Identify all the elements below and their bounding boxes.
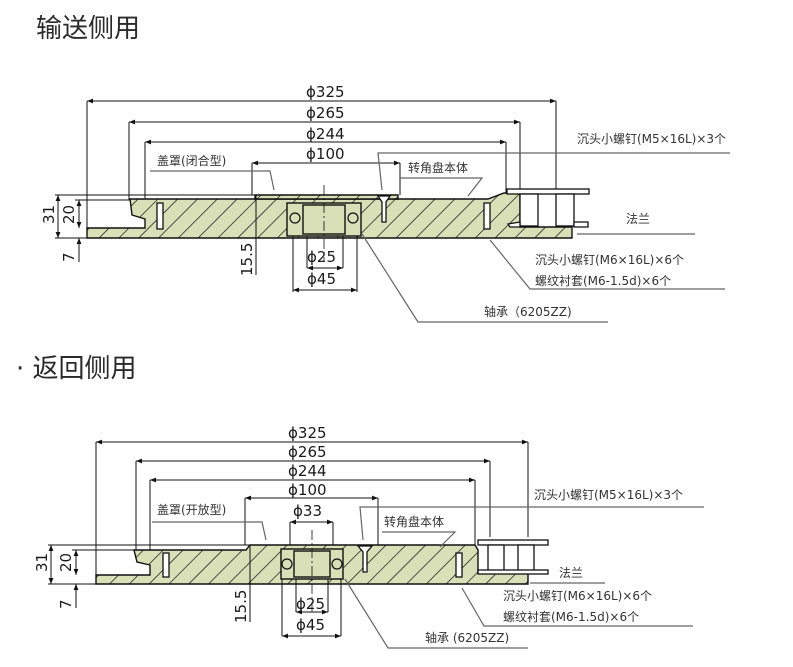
flange-foot xyxy=(573,221,589,228)
screw-m6 xyxy=(483,202,491,230)
bearing-ball xyxy=(281,558,293,570)
leader-cover xyxy=(150,170,275,191)
dim-label-265: ϕ265 xyxy=(306,104,345,122)
screw-m6 xyxy=(156,202,164,230)
bearing-ball xyxy=(347,212,359,224)
label-screw-m5: 沉头小螺钉(M5×16L)×3个 xyxy=(534,488,683,502)
flange-top xyxy=(506,188,590,195)
dim-label-45: ϕ45 xyxy=(307,270,336,288)
label-bearing: 轴承（6205ZZ) xyxy=(484,304,572,319)
flange-bottom xyxy=(477,569,549,575)
annotations: 盖罩(开放型) 转角盘本体 沉头小螺钉(M5×16L)×3个 法兰 沉头小螺钉(… xyxy=(152,488,704,649)
screw-m6 xyxy=(162,552,170,578)
dim-label-33: ϕ33 xyxy=(293,502,322,520)
label-body: 转角盘本体 xyxy=(384,514,444,529)
flange-part xyxy=(487,544,505,574)
annotations: 盖罩(闭合型) 转角盘本体 沉头小螺钉(M5×16L)×3个 法兰 沉头小螺钉(… xyxy=(150,132,730,323)
flange-part xyxy=(517,544,535,574)
dim-label-7: 7 xyxy=(57,599,75,609)
diameter-dimensions: ϕ325 ϕ265 ϕ244 ϕ100 xyxy=(86,83,557,238)
leader-screw-m6 xyxy=(489,239,725,290)
screw-m5 xyxy=(356,545,374,573)
bearing-dimensions: ϕ25 ϕ45 xyxy=(281,579,342,639)
label-screw-m5: 沉头小螺钉(M5×16L)×3个 xyxy=(577,132,726,146)
flange xyxy=(506,188,590,228)
leader-screw-m6 xyxy=(461,587,693,627)
dim-label-7: 7 xyxy=(60,252,78,262)
dim-label-31: 31 xyxy=(40,205,58,224)
dim-label-265: ϕ265 xyxy=(288,443,327,461)
section-conveying-side: 输送侧用 ϕ325 ϕ265 ϕ244 ϕ100 xyxy=(36,14,730,323)
height-dimensions: 31 20 7 15.5 xyxy=(33,544,251,623)
flange xyxy=(477,539,549,575)
diameter-dimensions: ϕ325 ϕ265 ϕ244 ϕ100 ϕ33 xyxy=(95,424,529,578)
label-flange: 法兰 xyxy=(559,566,583,580)
section-return-side: · 返回侧用 ϕ325 ϕ265 ϕ244 ϕ100 ϕ33 xyxy=(16,354,704,649)
dim-label-325: ϕ325 xyxy=(288,424,327,442)
dim-label-244: ϕ244 xyxy=(306,125,345,143)
dim-label-45: ϕ45 xyxy=(296,616,325,634)
turntable-cross-section xyxy=(86,185,590,262)
label-cover: 盖罩(闭合型) xyxy=(157,153,226,168)
leader-body xyxy=(400,177,484,197)
dim-label-20: 20 xyxy=(60,205,78,224)
leader-screw-m5 xyxy=(359,506,704,541)
bearing-ball xyxy=(331,558,343,570)
leader-screw-m5 xyxy=(377,152,730,191)
label-bearing: 轴承 (6205ZZ) xyxy=(425,630,509,645)
label-insert: 螺纹衬套(M6-1.5d)×6个 xyxy=(535,274,671,288)
dim-label-15-5: 15.5 xyxy=(232,590,250,623)
flange-top xyxy=(477,539,549,546)
dim-label-25: ϕ25 xyxy=(296,595,325,613)
height-dimensions: 31 20 7 15.5 xyxy=(40,194,257,276)
leader-bearing xyxy=(344,578,528,649)
label-screw-m6: 沉头小螺钉(M6×16L)×6个 xyxy=(535,253,684,267)
label-cover: 盖罩(开放型) xyxy=(157,502,226,517)
label-screw-m6: 沉头小螺钉(M6×16L)×6个 xyxy=(503,589,652,603)
label-insert: 螺纹衬套(M6-1.5d)×6个 xyxy=(503,610,639,624)
flange-part xyxy=(519,193,539,227)
dim-label-31: 31 xyxy=(33,553,51,572)
bearing-ball xyxy=(289,212,301,224)
bearing-dimensions: ϕ25 ϕ45 xyxy=(292,236,358,293)
section-title: 输送侧用 xyxy=(36,14,140,44)
dim-label-15-5: 15.5 xyxy=(238,243,256,276)
dim-label-244: ϕ244 xyxy=(288,462,327,480)
flange-foot xyxy=(506,221,521,228)
section-title: · 返回侧用 xyxy=(16,354,137,384)
cover-plate xyxy=(254,194,399,200)
leader-cover xyxy=(152,521,267,541)
leader-bearing xyxy=(361,233,608,323)
dim-label-325: ϕ325 xyxy=(306,83,345,101)
flange-part xyxy=(555,193,575,227)
screw-m5 xyxy=(376,195,392,223)
turntable-cross-section xyxy=(95,530,549,612)
dim-label-100: ϕ100 xyxy=(288,481,327,499)
label-body: 转角盘本体 xyxy=(408,160,468,175)
leader-body xyxy=(382,531,457,548)
dim-label-25: ϕ25 xyxy=(307,248,336,266)
dim-label-20: 20 xyxy=(57,553,75,572)
label-flange: 法兰 xyxy=(626,212,650,226)
screw-m6 xyxy=(455,552,463,578)
dim-label-100: ϕ100 xyxy=(306,145,345,163)
